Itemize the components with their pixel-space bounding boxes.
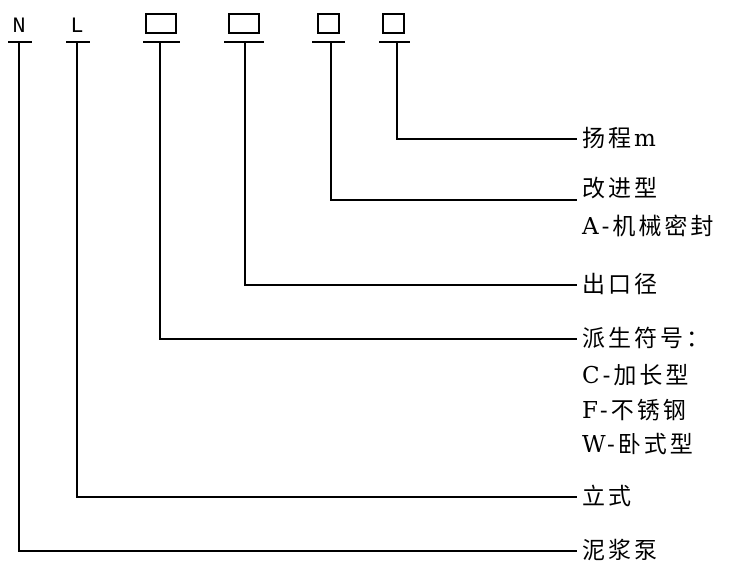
- label-stainless: F-不锈钢: [582, 398, 689, 424]
- code-letter-l: L: [70, 14, 84, 39]
- leader-outlet: [244, 42, 577, 286]
- label-vertical: 立式: [582, 484, 634, 510]
- label-head: 扬程m: [582, 126, 659, 152]
- leader-vertical: [76, 42, 577, 498]
- label-derived: 派生符号：: [582, 326, 712, 352]
- label-long: C-加长型: [582, 363, 692, 389]
- placeholder-box-2: [228, 13, 260, 34]
- leader-head: [396, 42, 577, 140]
- label-pump: 泥浆泵: [582, 538, 660, 564]
- placeholder-box-3: [317, 13, 340, 34]
- label-horizontal: W-卧式型: [582, 432, 696, 458]
- label-outlet: 出口径: [582, 272, 660, 298]
- placeholder-box-1: [145, 13, 177, 34]
- leader-improved: [330, 42, 577, 201]
- label-improved: 改进型: [582, 176, 660, 202]
- leader-pump: [18, 42, 577, 552]
- code-letter-n: N: [12, 14, 26, 39]
- label-seal: A-机械密封: [582, 214, 717, 240]
- placeholder-box-4: [382, 13, 405, 34]
- leader-derived: [159, 42, 577, 340]
